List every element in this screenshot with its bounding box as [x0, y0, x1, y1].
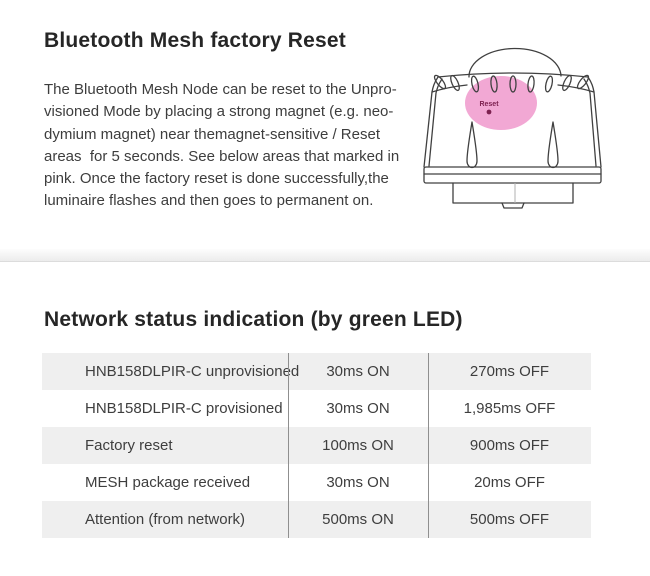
row-on-time: 30ms ON [326, 474, 390, 491]
reset-area-highlight [465, 76, 537, 130]
reset-label: Reset [479, 101, 499, 108]
row-on-time: 100ms ON [322, 437, 394, 454]
section-title-factory-reset: Bluetooth Mesh factory Reset [44, 29, 346, 52]
row-off-time: 900ms OFF [469, 437, 550, 454]
table-row: HNB158DLPIR-C provisioned 30ms ON 1,985m… [42, 390, 591, 427]
row-label: HNB158DLPIR-C unprovisioned [85, 363, 300, 380]
row-label: HNB158DLPIR-C provisioned [85, 400, 283, 417]
row-on-time: 30ms ON [326, 363, 390, 380]
page-break-divider [0, 249, 650, 262]
row-off-time: 20ms OFF [474, 474, 545, 491]
paragraph-line: pink. Once the factory reset is done suc… [44, 170, 389, 188]
led-status-table: HNB158DLPIR-C unprovisioned 30ms ON 270m… [42, 353, 591, 538]
table-column-divider [288, 353, 289, 538]
row-label: MESH package received [85, 474, 251, 491]
row-off-time: 1,985ms OFF [463, 400, 556, 417]
row-off-time: 270ms OFF [469, 363, 550, 380]
row-on-time: 500ms ON [322, 511, 394, 528]
table-row: Factory reset 100ms ON 900ms OFF [42, 427, 591, 464]
paragraph-line: visioned Mode by placing a strong magnet… [44, 103, 394, 121]
reset-point-dot [486, 109, 492, 115]
paragraph-line: The Bluetooth Mesh Node can be reset to … [44, 81, 397, 98]
paragraph-line: dymium magnet) near themagnet-sensitive … [44, 125, 380, 143]
device-outline [423, 47, 602, 209]
paragraph-line: areas for 5 seconds. See below areas tha… [44, 147, 400, 165]
row-label: Factory reset [85, 437, 173, 454]
row-label: Attention (from network) [85, 511, 246, 528]
table-row: MESH package received 30ms ON 20ms OFF [42, 464, 591, 501]
section-title-network-status: Network status indication (by green LED) [44, 308, 463, 331]
table-column-divider [428, 353, 429, 538]
paragraph-line: luminaire flashes and then goes to perma… [44, 192, 374, 210]
row-off-time: 500ms OFF [469, 511, 550, 528]
row-on-time: 30ms ON [326, 400, 390, 417]
table-row: Attention (from network) 500ms ON 500ms … [42, 501, 591, 538]
luminaire-reset-diagram: Reset [423, 47, 602, 209]
table-row: HNB158DLPIR-C unprovisioned 30ms ON 270m… [42, 353, 591, 390]
factory-reset-description: The Bluetooth Mesh Node can be reset to … [44, 79, 399, 213]
